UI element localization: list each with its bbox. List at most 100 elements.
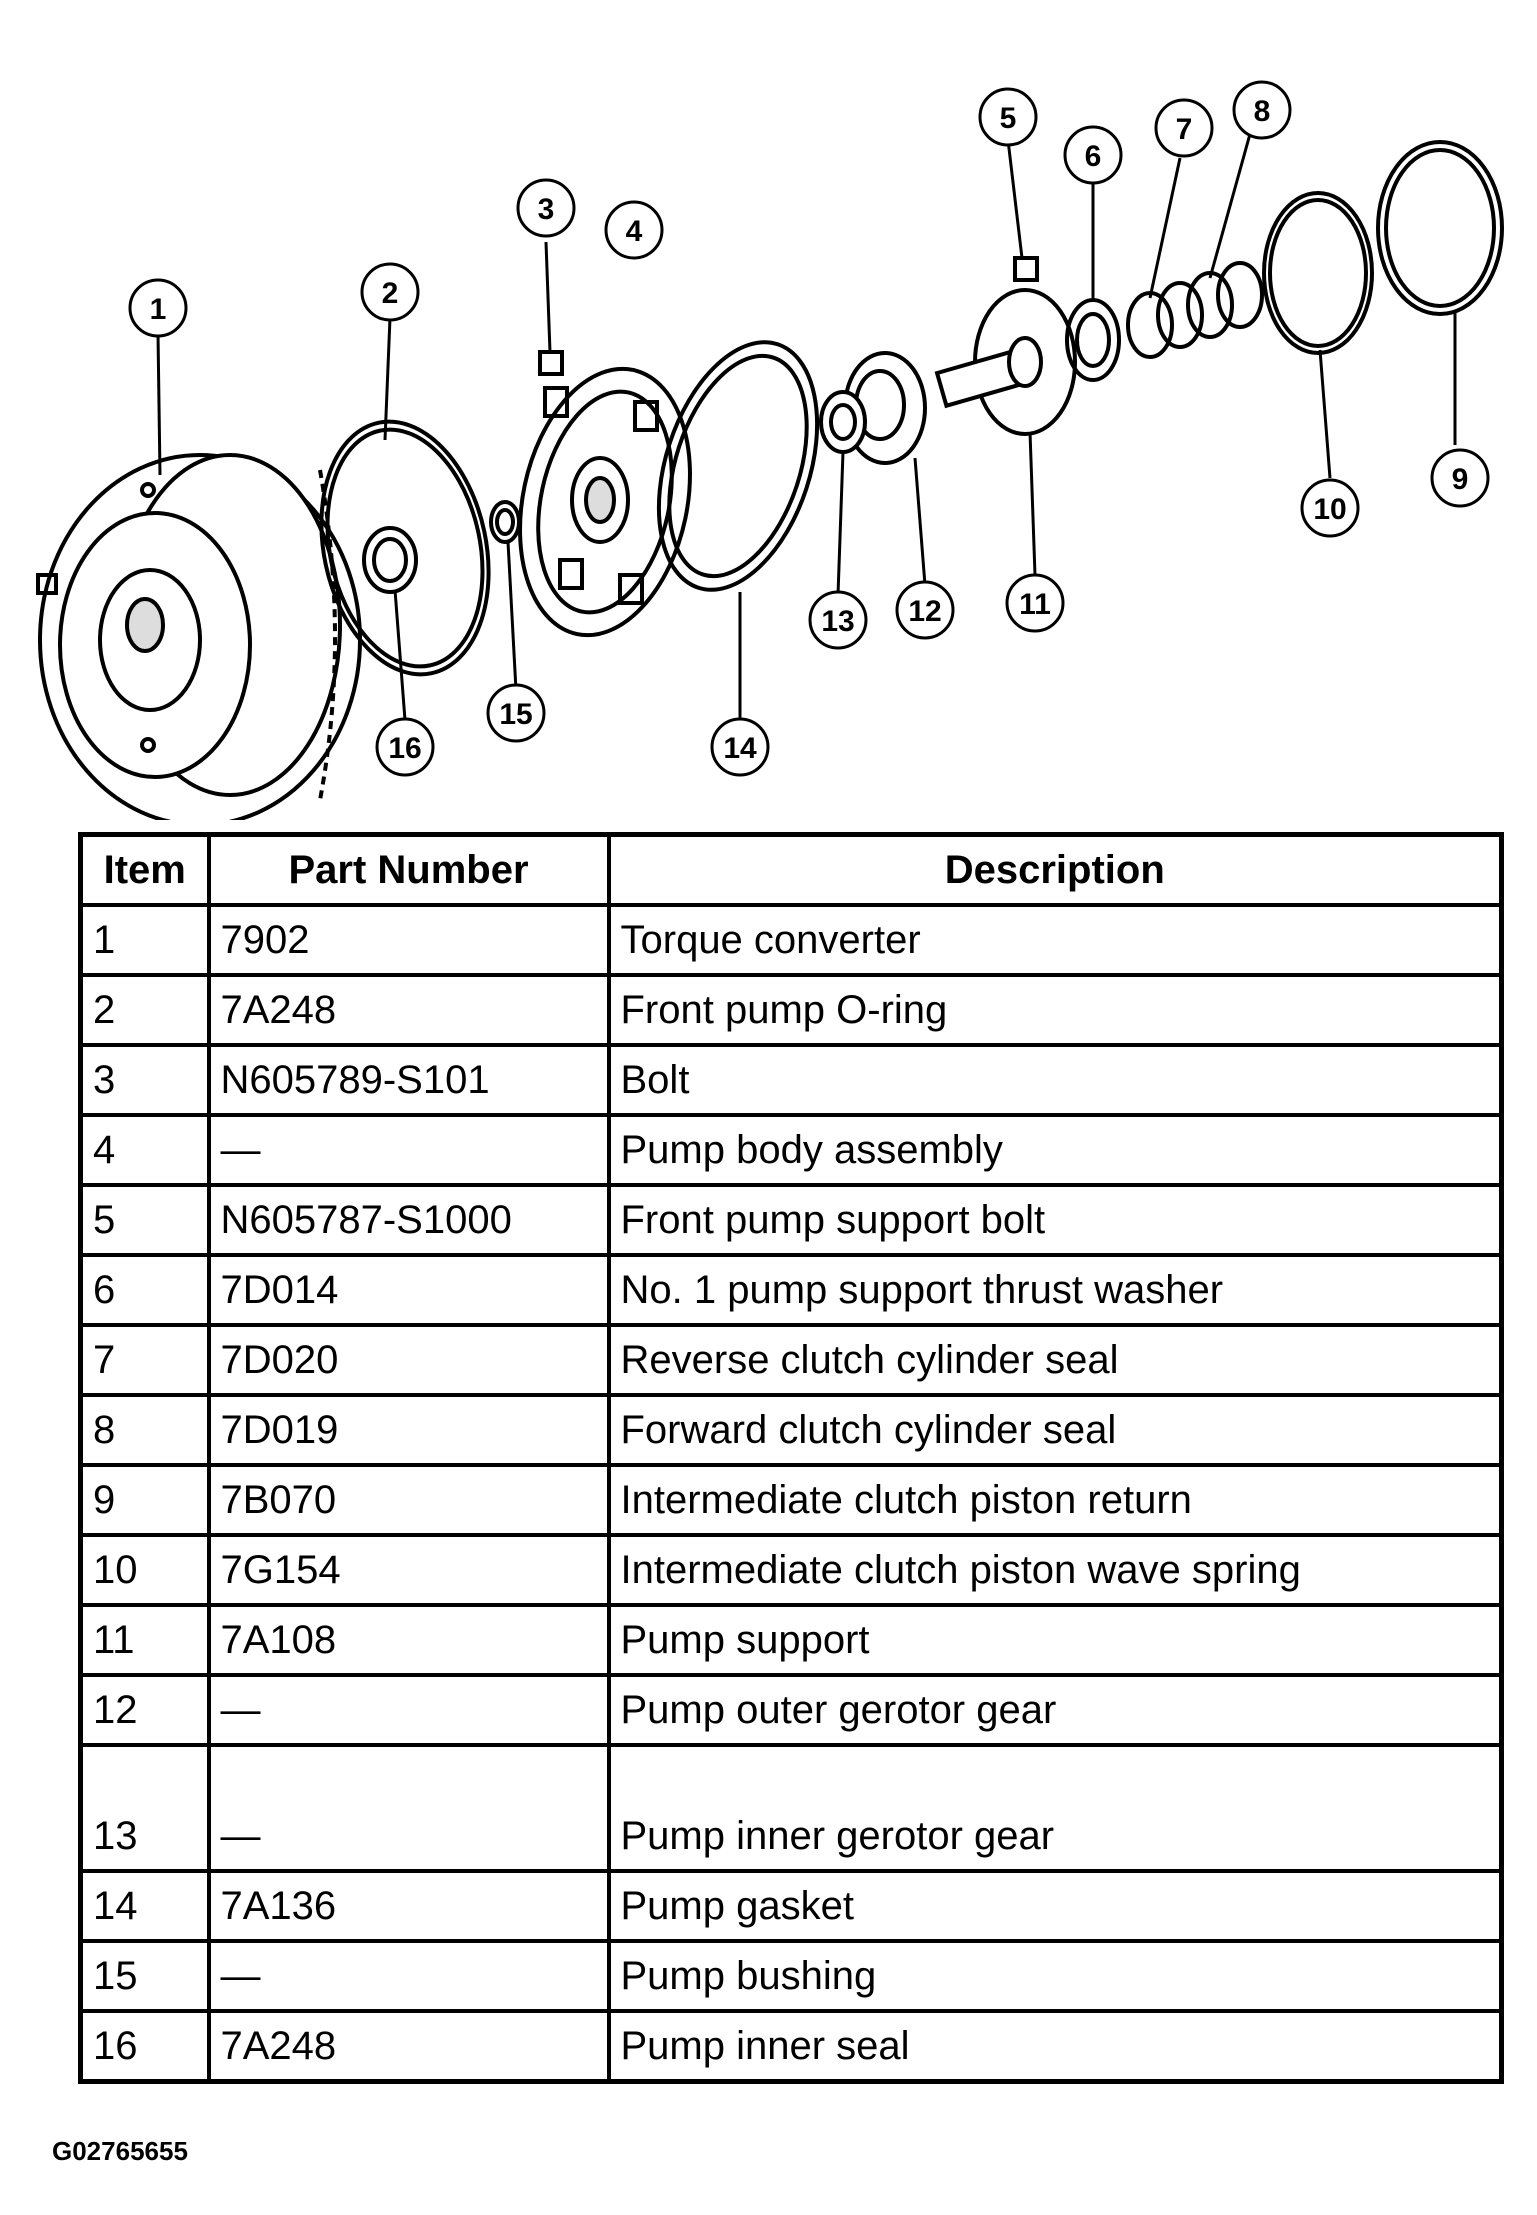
callout-label: 9 [1452,463,1469,496]
item-cell: 9 [78,1463,211,1537]
callout-label: 12 [908,595,941,628]
item-cell: 6 [78,1253,211,1327]
part-number-cell: 7G154 [206,1533,611,1607]
description-cell: Reverse clutch cylinder seal [606,1323,1504,1397]
item-cell: 13 [78,1743,211,1873]
description-cell: Intermediate clutch piston return [606,1463,1504,1537]
pump-gasket [656,340,820,592]
pump-support [934,288,1077,436]
callout-label: 13 [821,605,854,638]
part-number-cell: 7A248 [206,2009,611,2084]
item-cell: 4 [78,1113,211,1187]
callout-label: 6 [1085,140,1102,173]
item-cell: 1 [78,903,211,977]
description-cell: Torque converter [606,903,1504,977]
table-row: 4—Pump body assembly [78,1113,1504,1187]
table-header-row: Item Part Number Description [78,832,1504,907]
pump-body-assembly [518,366,692,638]
description-cell: Bolt [606,1043,1504,1117]
callout-label: 16 [388,732,421,765]
callout-label: 1 [150,293,167,326]
item-cell: 15 [78,1939,211,2013]
figure-code: G02765655 [52,2136,188,2166]
description-cell: Pump body assembly [606,1113,1504,1187]
column-header-part-number: Part Number [206,832,611,907]
item-cell: 10 [78,1533,211,1607]
callout-label: 14 [723,732,757,765]
part-number-cell: 7D014 [206,1253,611,1327]
part-number-cell: — [206,1113,611,1187]
description-cell: Forward clutch cylinder seal [606,1393,1504,1467]
callout-label: 4 [626,215,643,248]
column-header-item: Item [78,832,211,907]
column-header-description: Description [606,832,1504,907]
wave-spring [1262,191,1374,355]
description-cell: Pump inner seal [606,2009,1504,2084]
item-cell: 2 [78,973,211,1047]
description-cell: Pump inner gerotor gear [606,1743,1504,1873]
description-cell: Pump bushing [606,1939,1504,2013]
description-cell: Intermediate clutch piston wave spring [606,1533,1504,1607]
pump-inner-seal [362,526,418,594]
description-cell: Pump outer gerotor gear [606,1673,1504,1747]
callout-circles [128,80,1490,777]
callout-label: 11 [1019,588,1051,621]
callout-label: 10 [1313,493,1346,526]
item-cell: 5 [78,1183,211,1257]
description-cell: Front pump O-ring [606,973,1504,1047]
table-row: 15—Pump bushing [78,1939,1504,2013]
cylinder-seals [1126,261,1264,359]
part-number-cell: — [206,1743,611,1873]
pump-inner-gerotor-gear [819,390,867,454]
bolt [538,350,564,376]
part-number-cell: 7A248 [206,973,611,1047]
front-pump-support-bolt [1013,256,1039,282]
item-cell: 12 [78,1673,211,1747]
callout-label: 2 [382,277,399,310]
table-row: 13—Pump inner gerotor gear [78,1743,1504,1873]
front-pump-o-ring [319,419,491,677]
item-cell: 8 [78,1393,211,1467]
pump-bushing [489,500,521,544]
part-number-cell: 7D020 [206,1323,611,1397]
part-number-cell: 7D019 [206,1393,611,1467]
table-row: 12—Pump outer gerotor gear [78,1673,1504,1747]
item-cell: 14 [78,1869,211,1943]
torque-converter [36,453,362,820]
callout-label: 7 [1176,113,1193,146]
item-cell: 3 [78,1043,211,1117]
part-number-cell: 7A136 [206,1869,611,1943]
item-cell: 16 [78,2009,211,2084]
callout-label: 5 [1000,102,1017,135]
part-number-cell: 7B070 [206,1463,611,1537]
description-cell: Pump support [606,1603,1504,1677]
part-number-cell: N605787-S1000 [206,1183,611,1257]
description-cell: No. 1 pump support thrust washer [606,1253,1504,1327]
part-number-cell: — [206,1939,611,2013]
part-number-cell: N605789-S101 [206,1043,611,1117]
item-cell: 11 [78,1603,211,1677]
description-cell: Front pump support bolt [606,1183,1504,1257]
callout-label: 8 [1254,95,1271,128]
callout-label: 15 [499,698,532,731]
description-cell: Pump gasket [606,1869,1504,1943]
exploded-view-diagram: 1 2 3 4 5 6 7 8 9 10 11 12 13 14 15 16 [36,80,1504,820]
item-cell: 7 [78,1323,211,1397]
part-number-cell: — [206,1673,611,1747]
callout-label: 3 [538,193,555,226]
piston-return [1376,140,1504,316]
part-number-cell: 7A108 [206,1603,611,1677]
part-number-cell: 7902 [206,903,611,977]
